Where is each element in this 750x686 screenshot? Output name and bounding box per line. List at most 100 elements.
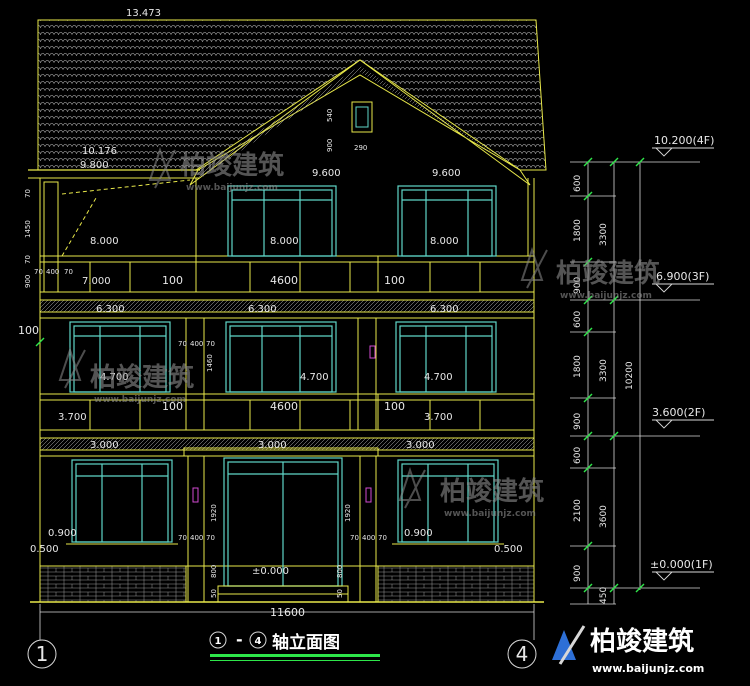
dim-left-1450: 1450 bbox=[24, 220, 32, 238]
dim-100-2a: 100 bbox=[162, 400, 183, 413]
dim-col-400-b: 400 bbox=[362, 534, 375, 542]
dim-100-2b: 100 bbox=[384, 400, 405, 413]
dim-600-b: 600 bbox=[573, 311, 583, 328]
elev-win3-left: 6.300 bbox=[96, 304, 125, 315]
windows bbox=[69, 185, 499, 587]
elev-win3-right: 6.300 bbox=[430, 304, 459, 315]
title-text: 轴立面图 bbox=[272, 632, 340, 653]
dim-left-70-b: 70 bbox=[24, 255, 32, 264]
corner-logo-icon bbox=[552, 625, 586, 665]
dim-3600: 3600 bbox=[599, 505, 609, 528]
dim-left-70-d: 70 bbox=[64, 268, 73, 276]
watermark-brand-2: 柏竣建筑 bbox=[556, 258, 660, 289]
axis-bubble-right bbox=[507, 639, 537, 669]
title-bubble-1 bbox=[209, 631, 227, 649]
elev-eave-left2: 9.800 bbox=[80, 160, 109, 171]
dim-col3-70-a: 70 bbox=[178, 340, 187, 348]
dim-900-a: 900 bbox=[573, 277, 583, 294]
dimension-ticks bbox=[35, 157, 645, 593]
dim-width-total: 11600 bbox=[270, 606, 305, 619]
dim-600-a: 600 bbox=[573, 175, 583, 192]
elev-dormer: 9.600 bbox=[312, 168, 341, 179]
title-dash: - bbox=[236, 630, 243, 649]
axis-bubble-left bbox=[27, 639, 57, 669]
watermark-url-4: www.baijunjz.com bbox=[444, 509, 536, 519]
elev-rail3-right: 4.700 bbox=[424, 372, 453, 383]
axis-labels: 1 4 bbox=[36, 642, 529, 666]
dim-left-70-c: 70 bbox=[34, 268, 43, 276]
elev-rail3-left: 4.700 bbox=[100, 372, 129, 383]
corner-logo-url: www.baijunjz.com bbox=[592, 662, 704, 675]
elev-win1-left: 3.000 bbox=[90, 440, 119, 451]
axis-label-right: 4 bbox=[516, 642, 529, 666]
dim-left-900: 900 bbox=[24, 275, 32, 288]
title-axis-end: 4 bbox=[255, 636, 262, 647]
dim-col-800-a: 800 bbox=[210, 565, 218, 578]
vertical-dim-labels: 600 1800 900 600 1800 900 600 2100 900 4… bbox=[573, 175, 635, 604]
dim-450: 450 bbox=[599, 587, 609, 604]
dimension-lines bbox=[570, 161, 700, 605]
elev-sill-right: 0.900 bbox=[404, 528, 433, 539]
dim-100-3a: 100 bbox=[162, 274, 183, 287]
elev-plinth-left: 0.500 bbox=[30, 544, 59, 555]
elev-rail4-right: 8.000 bbox=[430, 236, 459, 247]
elev-ridge: 13.473 bbox=[126, 8, 161, 19]
axis-label-left: 1 bbox=[36, 642, 49, 666]
elev-floor4-b: 9.600 bbox=[432, 168, 461, 179]
dim-col-70-c: 70 bbox=[350, 534, 359, 542]
dim-col3-1460: 1460 bbox=[206, 354, 214, 372]
title-axis-start: 1 bbox=[215, 636, 222, 647]
dim-3300-a: 3300 bbox=[599, 223, 609, 246]
dim-1800-b: 1800 bbox=[573, 355, 583, 378]
dim-10200: 10200 bbox=[625, 361, 635, 390]
drawing-title: 1 - 4 轴立面图 bbox=[215, 630, 340, 653]
elev-win1-mid: 3.000 bbox=[258, 440, 287, 451]
dim-dormer-540: 540 bbox=[326, 109, 334, 122]
dim-col-1920-b: 1920 bbox=[344, 504, 352, 522]
dim-balcony-2f: 4600 bbox=[270, 400, 298, 413]
elev-win3-mid: 6.300 bbox=[248, 304, 277, 315]
elev-eave-left: 10.176 bbox=[82, 146, 117, 157]
elev-plinth-right: 0.500 bbox=[494, 544, 523, 555]
dim-col-1920-a: 1920 bbox=[210, 504, 218, 522]
roof bbox=[28, 19, 547, 186]
elev-floor2-right: 3.700 bbox=[424, 412, 453, 423]
bottom-dimension bbox=[39, 604, 535, 640]
level-markers bbox=[652, 147, 714, 581]
elev-floor3-left: 7.000 bbox=[82, 276, 111, 287]
dim-dormer-290: 290 bbox=[354, 144, 367, 152]
dormer-vent-inner bbox=[355, 106, 369, 128]
watermark-brand-1: 柏竣建筑 bbox=[180, 150, 284, 181]
facade bbox=[30, 178, 544, 603]
dim-col-800-b: 800 bbox=[336, 565, 344, 578]
dim-col-50-b: 50 bbox=[336, 589, 344, 598]
dim-col-70-b: 70 bbox=[206, 534, 215, 542]
watermarks: 柏竣建筑 www.baijunjz.com 柏竣建筑 www.baijunjz.… bbox=[90, 150, 660, 519]
dim-100-3b: 100 bbox=[384, 274, 405, 287]
dim-col-400-a: 400 bbox=[190, 534, 203, 542]
dim-dormer-900: 900 bbox=[326, 139, 334, 152]
dim-900-b: 900 bbox=[573, 413, 583, 430]
dim-900-c: 900 bbox=[573, 565, 583, 582]
dim-3300-b: 3300 bbox=[599, 359, 609, 382]
sills bbox=[66, 543, 504, 603]
watermark-url-1: www.baijunjz.com bbox=[186, 183, 278, 193]
corner-logo: 柏竣建筑 www.baijunjz.com bbox=[590, 626, 704, 675]
watermark-brand-3: 柏竣建筑 bbox=[90, 362, 194, 393]
dim-1800-a: 1800 bbox=[573, 219, 583, 242]
title-bubble-4 bbox=[249, 631, 267, 649]
watermark-brand-4: 柏竣建筑 bbox=[440, 476, 544, 507]
title-underline bbox=[210, 654, 380, 661]
watermark-url-3: www.baijunjz.com bbox=[94, 395, 186, 405]
dim-balcony-3f: 4600 bbox=[270, 274, 298, 287]
dim-col3-70-b: 70 bbox=[206, 340, 215, 348]
dim-labels: 4600 4600 100 100 100 100 100 11600 bbox=[18, 274, 405, 619]
level-1f: ±0.000(1F) bbox=[650, 558, 713, 571]
level-labels: 10.200(4F) 6.900(3F) 3.600(2F) ±0.000(1F… bbox=[650, 134, 714, 571]
dim-col-70-d: 70 bbox=[378, 534, 387, 542]
watermark-logo-icons bbox=[58, 146, 548, 509]
elev-sill-left: 0.900 bbox=[48, 528, 77, 539]
dim-2100: 2100 bbox=[573, 499, 583, 522]
